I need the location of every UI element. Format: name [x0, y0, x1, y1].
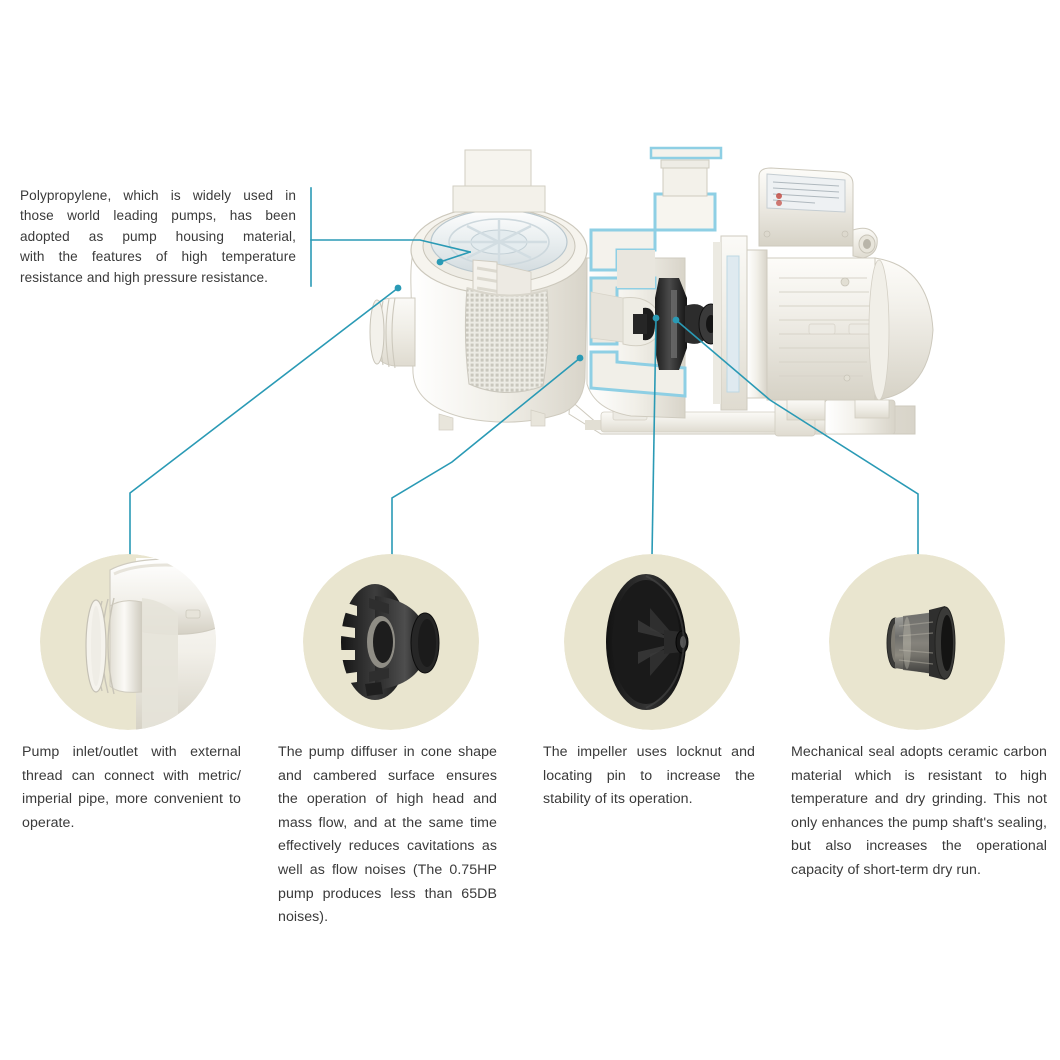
caption-pump-diffuser: The pump diffuser in cone shape and camb… — [278, 744, 497, 926]
note-line: with the features of high temperature — [20, 249, 296, 265]
caption-impeller: The impeller uses locknut and locating p… — [543, 744, 755, 808]
caption-pump-inlet-outlet: Pump inlet/outlet with external thread c… — [22, 744, 241, 831]
callout-circle-pump-inlet-outlet — [40, 554, 216, 730]
callout-circle-impeller — [564, 554, 740, 730]
polypropylene-housing-note: Polypropylene, which is widely used in t… — [20, 186, 296, 288]
pump-cutaway-illustration — [355, 138, 995, 458]
callout-circle-pump-diffuser — [303, 554, 479, 730]
note-line: adopted as pump housing material, — [20, 228, 296, 244]
callout-circle-mechanical-seal — [829, 554, 1005, 730]
note-line: those world leading pumps, has been — [20, 208, 296, 224]
caption-mechanical-seal: Mechanical seal adopts ceramic carbon ma… — [791, 744, 1047, 878]
note-line: resistance and high pressure resistance. — [20, 269, 269, 285]
note-line: Polypropylene, which is widely used in — [20, 188, 296, 203]
